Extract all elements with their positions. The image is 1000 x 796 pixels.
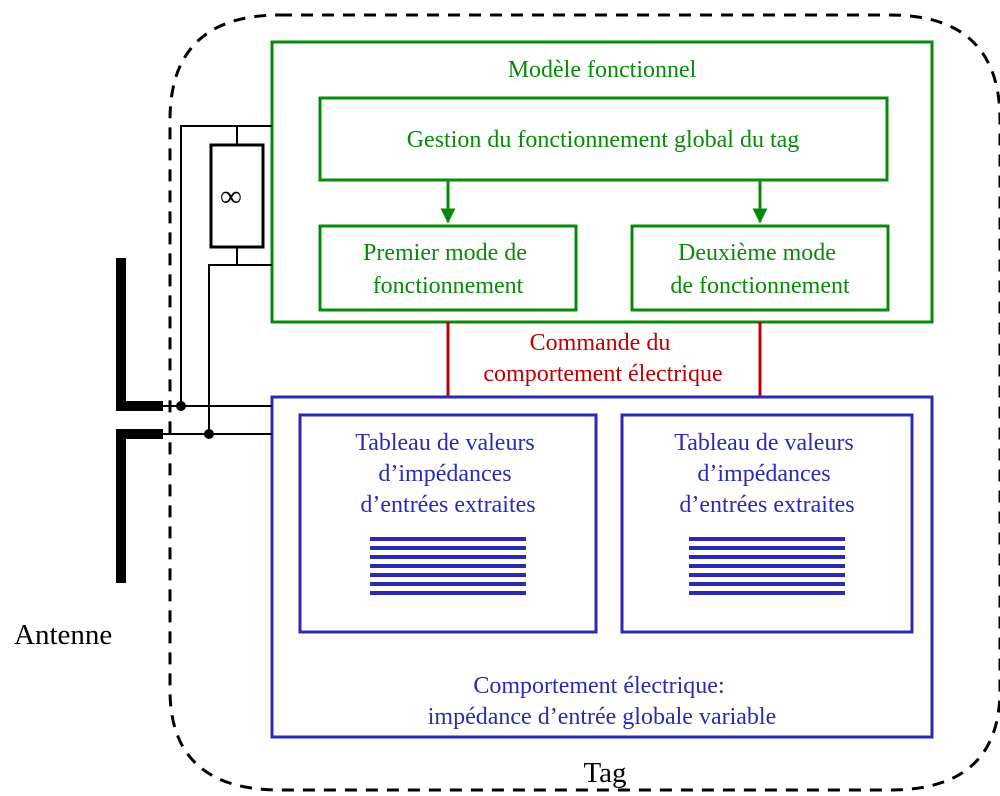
mode1-box	[318, 224, 578, 312]
global-management-box	[318, 96, 889, 182]
impedance-table-2-lines-icon	[689, 537, 845, 595]
functional-model: Modèle fonctionnel Gestion du fonctionne…	[270, 40, 934, 324]
impedance-table-2-box	[620, 413, 914, 634]
functional-model-title: Modèle fonctionnel	[508, 57, 697, 83]
electrical-behavior-caption: Comportement électrique: impédance d’ent…	[428, 673, 776, 730]
wire-bottom	[208, 264, 272, 434]
functional-model-box	[270, 40, 934, 324]
infinite-impedance-resistor-icon	[209, 143, 265, 249]
wire-top	[180, 125, 272, 406]
impedance-table-2-label: Tableau de valeurs d’impédances d’entrée…	[674, 430, 860, 518]
tag-boundary	[168, 13, 1000, 792]
wiring	[160, 125, 272, 435]
global-management-label: Gestion du fonctionnement global du tag	[407, 127, 800, 153]
mode2-box	[630, 224, 890, 312]
command-link: Commande du comportement électrique	[440, 322, 768, 414]
impedance-table-1-lines-icon	[370, 537, 526, 595]
mode1-label: Premier mode de fonctionnement	[363, 240, 533, 299]
mode2-label: Deuxième mode de fonctionnement	[670, 240, 850, 299]
junction-top	[176, 401, 186, 411]
electrical-behavior: Tableau de valeurs d’impédances d’entrée…	[270, 395, 934, 739]
tag-label: Tag	[583, 757, 626, 789]
command-label: Commande du comportement électrique	[483, 330, 722, 387]
infinite-impedance-symbol: ∞	[220, 180, 241, 213]
dipole-antenna-icon	[116, 258, 163, 583]
impedance-table-1-box	[298, 413, 598, 634]
antenna-label: Antenne	[14, 619, 112, 651]
impedance-table-1-label: Tableau de valeurs d’impédances d’entrée…	[355, 430, 541, 518]
junction-bottom	[204, 429, 214, 439]
